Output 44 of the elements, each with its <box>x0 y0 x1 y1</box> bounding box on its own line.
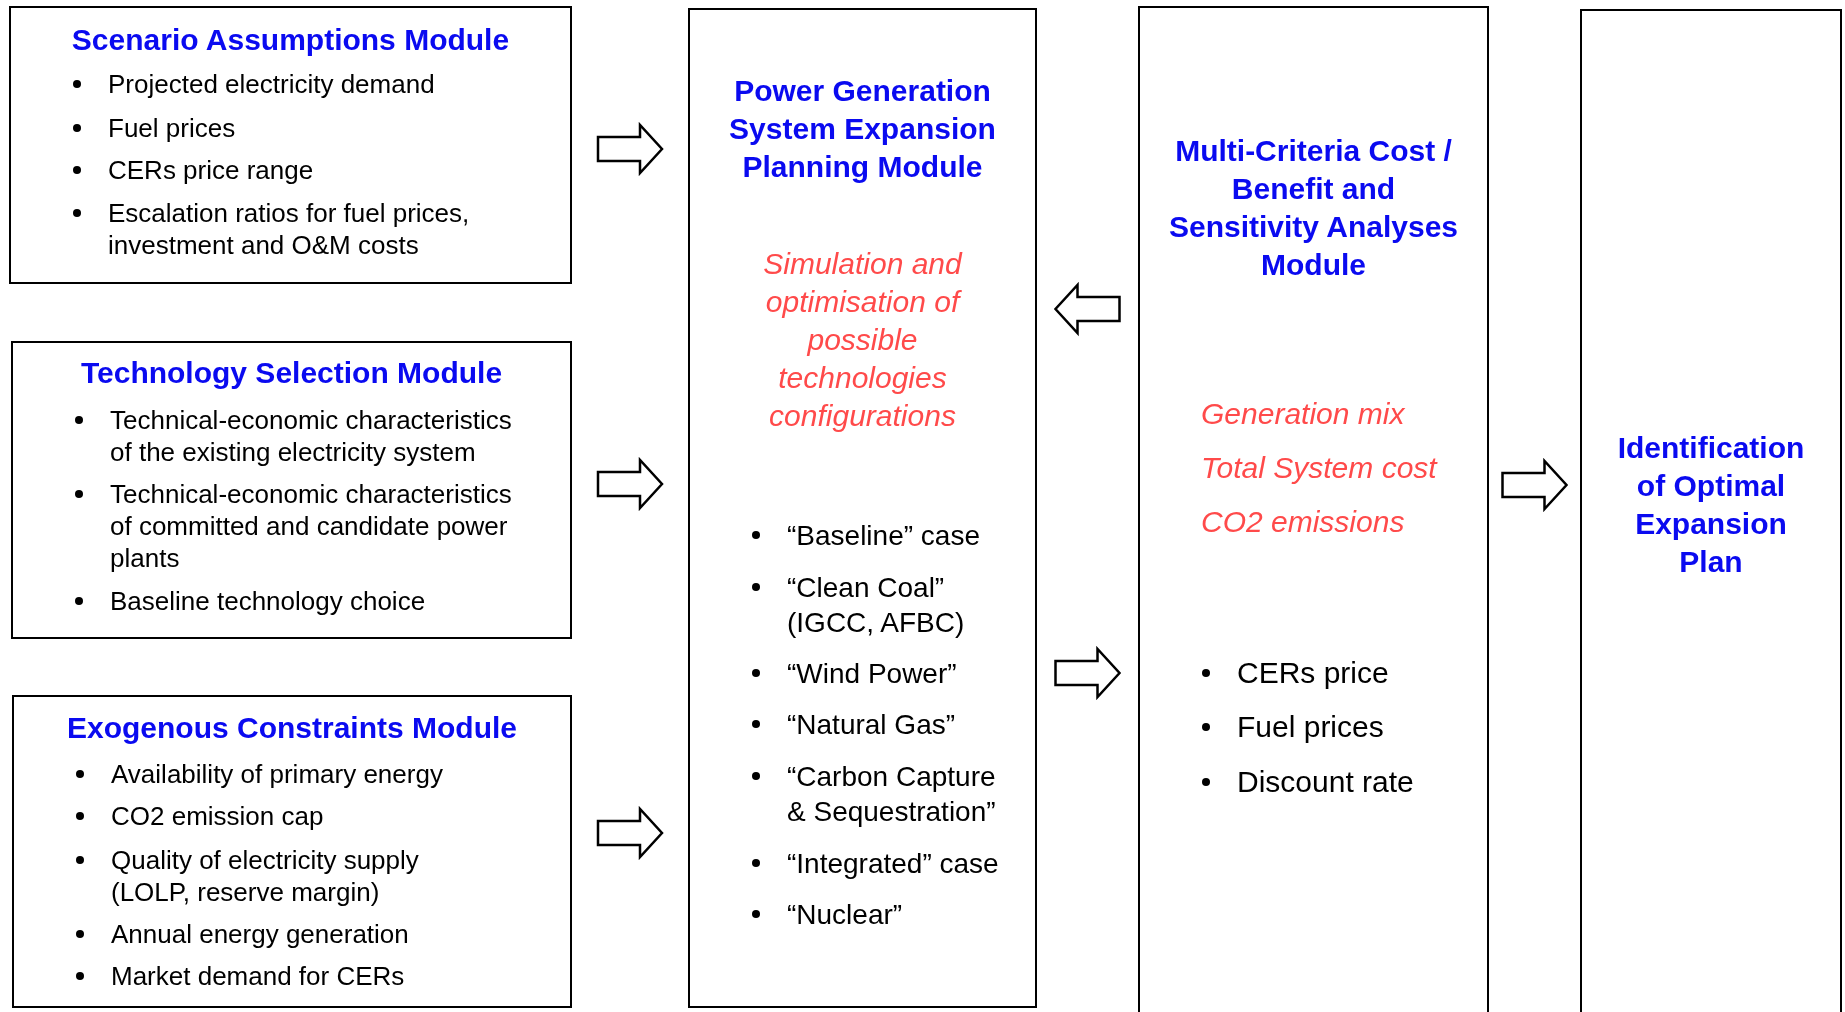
module-box <box>12 695 572 1008</box>
module-heading: Power Generation System Expansion Planning Module <box>728 73 997 185</box>
block-arrow <box>1501 457 1569 513</box>
bullet-text: Fuel prices <box>1237 709 1385 745</box>
bullet-text: CO2 emission cap <box>111 800 325 832</box>
bullet-text: “Clean Coal” (IGCC, AFBC) <box>787 570 966 640</box>
bullet-text: Annual energy generation <box>111 918 410 950</box>
bullet-text: CERs price <box>1237 655 1390 691</box>
block-arrow <box>596 456 664 512</box>
block-arrow <box>596 121 664 177</box>
bullet-text: “Nuclear” <box>787 897 904 932</box>
bullet-text: “Natural Gas” <box>787 707 957 742</box>
module-box <box>11 341 572 639</box>
description-text: Simulation and optimisation of possible technologies configurations <box>762 246 964 434</box>
module-heading: Exogenous Constraints Module <box>66 710 518 746</box>
module-heading: Scenario Assumptions Module <box>70 22 511 58</box>
module-box <box>1580 9 1842 1012</box>
output-text: Generation mix <box>1201 396 1405 432</box>
bullet-text: Escalation ratios for fuel prices, investment and O&M costs <box>108 197 471 261</box>
bullet-text: CERs price range <box>108 154 315 186</box>
bullet-text: Quality of electricity supply (LOLP, reserve margin) <box>111 844 420 908</box>
output-text: Total System cost <box>1201 450 1437 486</box>
module-box <box>1138 6 1489 1012</box>
bullet-text: “Baseline” case <box>787 518 981 553</box>
module-box <box>9 6 572 284</box>
module-heading: Identification of Optimal Expansion Plan <box>1616 430 1806 580</box>
bullet-text: “Integrated” case <box>787 846 1000 881</box>
bullet-text: Baseline technology choice <box>110 585 427 617</box>
bullet-text: Availability of primary energy <box>111 758 444 790</box>
bullet-text: Market demand for CERs <box>111 960 406 992</box>
bullet-text: Projected electricity demand <box>108 68 436 100</box>
block-arrow <box>596 805 664 861</box>
bullet-text: Fuel prices <box>108 112 237 144</box>
bullet-text: “Carbon Capture & Sequestration” <box>787 759 997 829</box>
output-text: CO2 emissions <box>1201 504 1405 540</box>
bullet-text: Technical-economic characteristics of committed and candidate power plants <box>110 478 513 574</box>
bullet-text: Technical-economic characteristics of the existing electricity system <box>110 404 513 468</box>
bullet-text: “Wind Power” <box>787 656 958 691</box>
module-box <box>688 8 1037 1008</box>
block-arrow <box>1054 645 1122 701</box>
block-arrow <box>1053 281 1121 337</box>
bullet-text: Discount rate <box>1237 764 1415 800</box>
module-heading: Multi-Criteria Cost / Benefit and Sensitivity Analyses Module <box>1168 133 1459 283</box>
module-heading: Technology Selection Module <box>79 355 504 391</box>
